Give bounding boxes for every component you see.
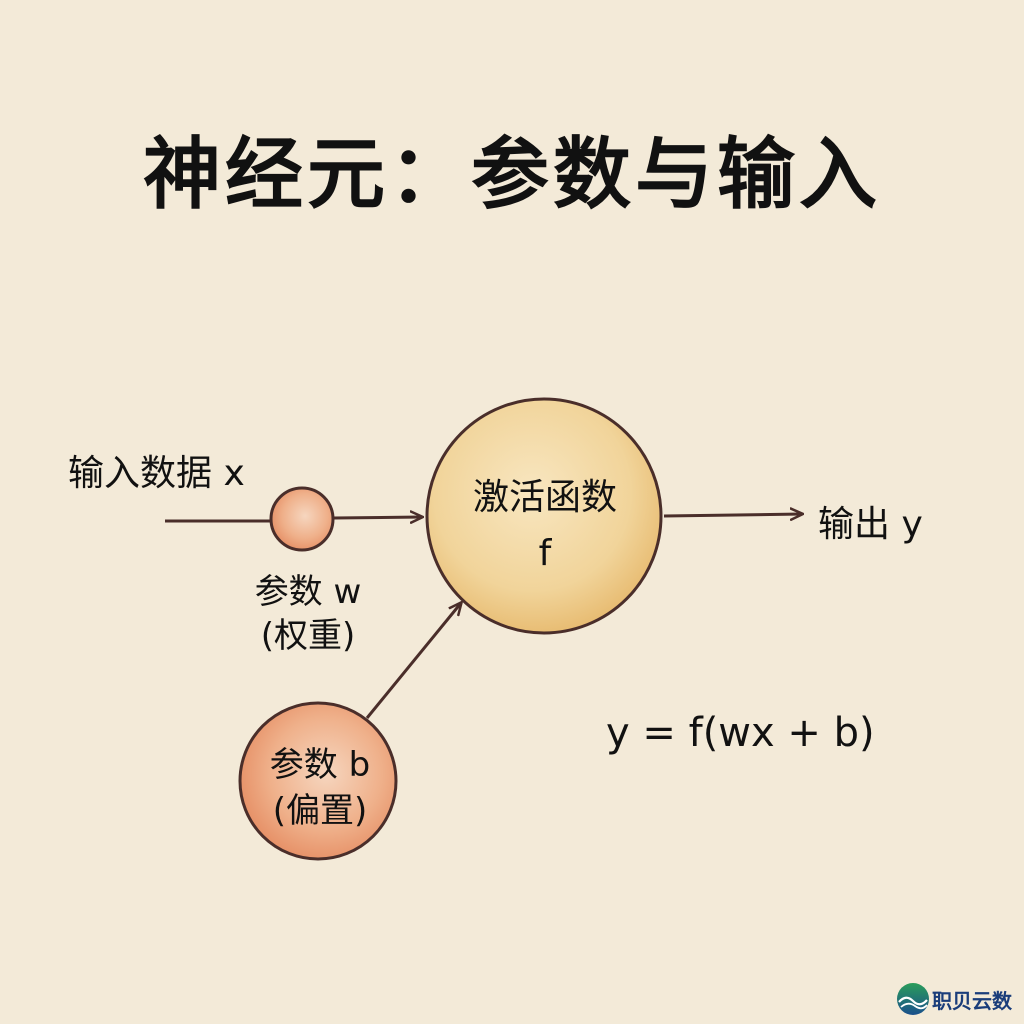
bias-label-name: 参数 b: [269, 745, 371, 785]
brand-name: 职贝云数: [932, 988, 1012, 1013]
weight-label-desc: (权重): [260, 616, 356, 656]
page-title: 神经元：参数与输入: [142, 130, 881, 220]
bias-label: 参数 b (偏置): [240, 742, 400, 834]
activation-node: [425, 397, 663, 635]
bias-label-desc: (偏置): [272, 791, 368, 831]
bias-node: [238, 701, 398, 861]
activation-label-name: 激活函数: [472, 477, 617, 518]
weight-node: [269, 486, 335, 552]
weight-label: 参数 w (权重): [238, 570, 378, 658]
activation-label: 激活函数 f: [428, 470, 662, 582]
output-label: 输出 y: [818, 504, 923, 545]
wave-logo-icon: [897, 983, 929, 1015]
weight-label-name: 参数 w: [254, 572, 362, 612]
input-label: 输入数据 x: [68, 453, 245, 494]
formula: y = f(wx + b): [606, 710, 875, 756]
output-arrow: [663, 514, 802, 516]
bias-arrow: [365, 603, 461, 719]
weight-arrow: [333, 517, 422, 518]
brand-logo: 职贝云数: [896, 982, 1012, 1016]
activation-label-symbol: f: [538, 533, 552, 574]
